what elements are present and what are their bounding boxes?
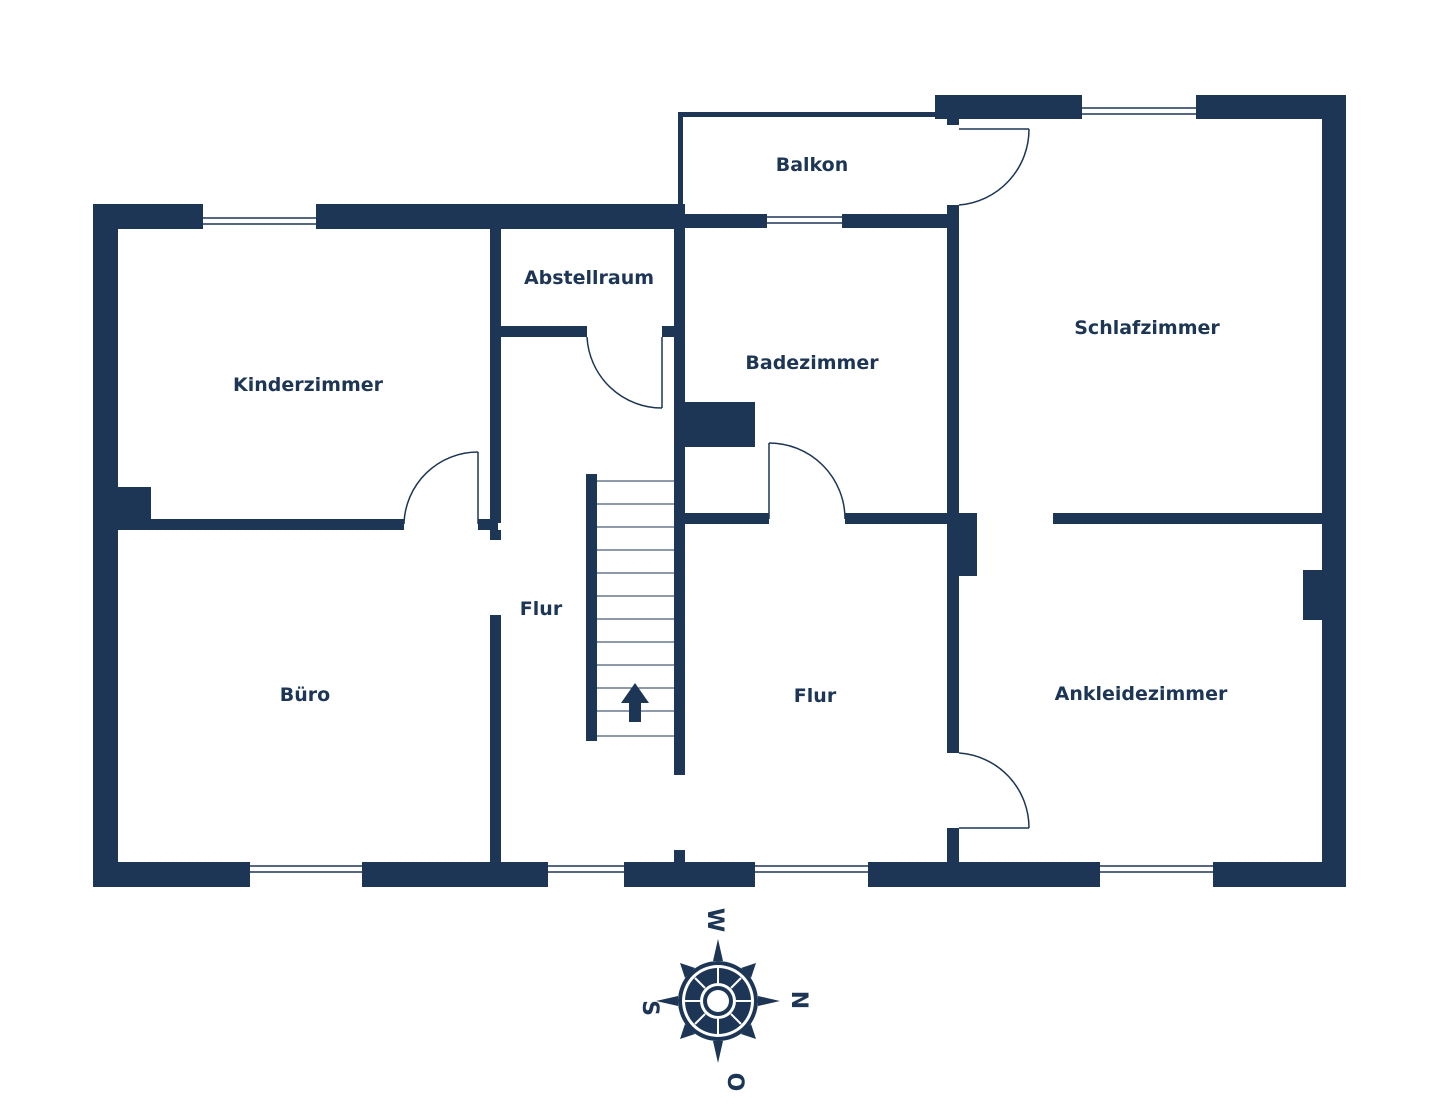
window (767, 216, 842, 224)
interior-wall (685, 513, 769, 524)
room-label-balkon: Balkon (776, 154, 849, 176)
room-label-kinderzimmer: Kinderzimmer (233, 374, 384, 396)
south-wall-segment (362, 862, 548, 887)
room-label-badezimmer: Badezimmer (745, 352, 879, 374)
compass-letter-north: N (786, 991, 811, 1009)
balcony-wall (678, 112, 683, 216)
doors (403, 128, 1030, 829)
window (755, 865, 868, 873)
interior-wall (947, 828, 959, 862)
compass-letter-south: S (637, 1000, 662, 1016)
chimney-block (1303, 570, 1322, 620)
interior-wall (674, 850, 685, 862)
room-label-flur-right: Flur (794, 685, 837, 707)
compass-rose-icon (656, 939, 780, 1063)
interior-wall (118, 519, 404, 530)
door-badezimmer (768, 442, 846, 520)
stair-wall (586, 474, 597, 741)
interior-wall (490, 530, 501, 540)
stair-up-arrow-icon (621, 683, 649, 722)
north-wall-segment (1196, 95, 1346, 119)
walls (93, 95, 1346, 887)
door-abstellraum (586, 336, 663, 409)
door-ankleidezimmer (958, 752, 1030, 829)
window (548, 865, 624, 873)
interior-wall (678, 214, 767, 228)
west-outer-wall (93, 204, 118, 887)
room-label-flur-left: Flur (520, 598, 563, 620)
south-wall-segment (93, 862, 250, 887)
interior-wall (947, 205, 959, 753)
north-wall-segment (93, 204, 203, 229)
windows (203, 107, 1213, 873)
east-outer-wall (1322, 95, 1346, 887)
window (1100, 865, 1213, 873)
interior-wall (501, 326, 587, 337)
south-wall-segment (624, 862, 755, 887)
chimney-block (118, 487, 151, 527)
interior-wall (478, 519, 498, 530)
interior-wall (490, 229, 501, 523)
interior-wall (674, 204, 685, 775)
balcony-wall (678, 112, 948, 117)
north-wall-segment (935, 95, 1082, 119)
interior-wall (842, 214, 956, 228)
interior-wall (947, 119, 959, 125)
room-label-ankleidezimmer: Ankleidezimmer (1055, 683, 1228, 705)
compass-letter-west: W (702, 908, 727, 932)
door-balkon (958, 128, 1030, 206)
north-wall-segment (316, 204, 680, 229)
window (1082, 107, 1196, 115)
south-wall-segment (868, 862, 1100, 887)
interior-wall (490, 615, 501, 862)
interior-wall (1053, 513, 1322, 524)
chimney-block (959, 513, 977, 576)
window (250, 865, 362, 873)
room-label-abstellraum: Abstellraum (524, 267, 654, 289)
room-label-schlafzimmer: Schlafzimmer (1074, 317, 1220, 339)
chimney-block (685, 402, 755, 447)
room-label-buero: Büro (280, 684, 330, 706)
window (203, 217, 316, 225)
interior-wall (845, 513, 948, 524)
door-kinderzimmer (403, 451, 479, 525)
compass-letter-east: O (722, 1073, 747, 1092)
interior-wall (662, 326, 674, 337)
